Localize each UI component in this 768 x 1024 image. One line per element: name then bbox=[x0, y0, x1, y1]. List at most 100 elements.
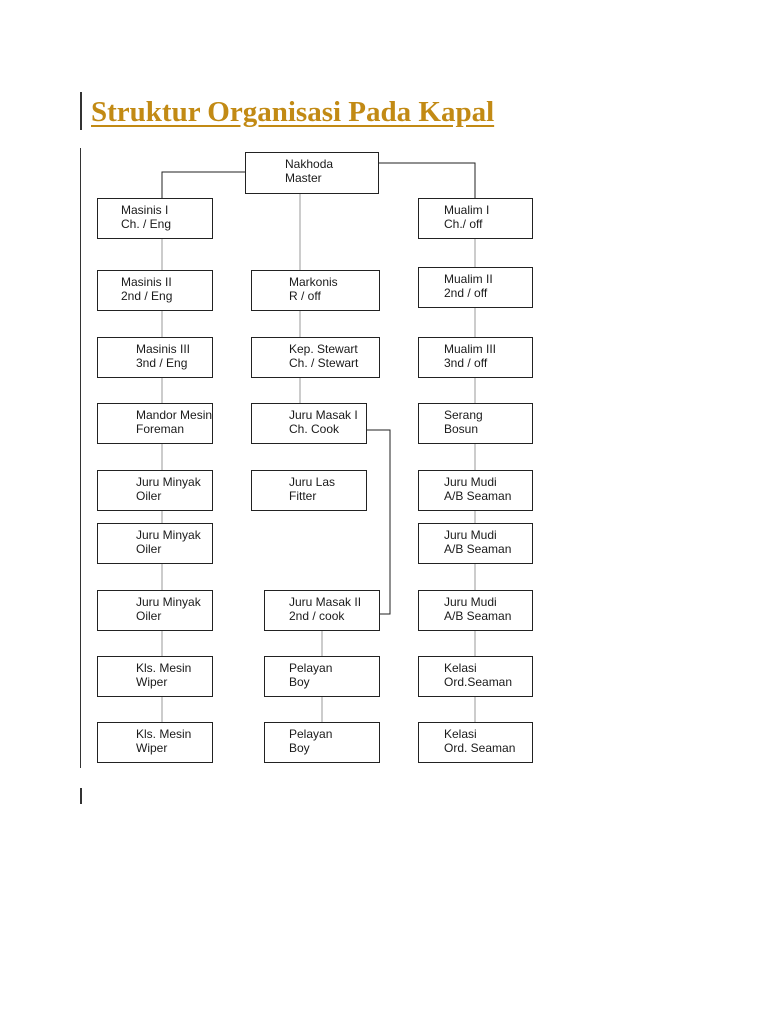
org-node-box bbox=[418, 267, 533, 308]
org-node-title: Masinis I bbox=[121, 203, 168, 217]
org-node-title: Mualim II bbox=[444, 272, 493, 286]
org-node-title: Mualim I bbox=[444, 203, 489, 217]
org-node-subtitle: Bosun bbox=[444, 422, 478, 436]
org-node-box bbox=[418, 722, 533, 763]
org-node-box bbox=[97, 337, 213, 378]
org-node-subtitle: Oiler bbox=[136, 609, 161, 623]
org-node-subtitle: 3nd / Eng bbox=[136, 356, 187, 370]
org-node-box bbox=[97, 722, 213, 763]
org-node-subtitle: Ord. Seaman bbox=[444, 741, 515, 755]
connector-nakhoda-deck bbox=[378, 162, 476, 198]
org-node-title: Juru Masak II bbox=[289, 595, 361, 609]
org-node-subtitle: Wiper bbox=[136, 675, 167, 689]
org-node-box bbox=[251, 270, 380, 311]
org-node-subtitle: 2nd / cook bbox=[289, 609, 345, 623]
text-cursor-bar bbox=[80, 788, 82, 804]
org-node-subtitle: Master bbox=[285, 171, 322, 185]
org-node-title: Kls. Mesin bbox=[136, 661, 191, 675]
org-node-box bbox=[251, 337, 380, 378]
connector-nakhoda-engine bbox=[161, 171, 245, 198]
org-node-subtitle: A/B Seaman bbox=[444, 542, 511, 556]
connector-juru-masak-1-juru-masak-2 bbox=[366, 429, 391, 615]
org-node-box bbox=[97, 590, 213, 631]
org-node-box bbox=[418, 470, 533, 511]
org-node-box bbox=[418, 337, 533, 378]
org-node-subtitle: 3nd / off bbox=[444, 356, 488, 370]
org-node-title: Juru Minyak bbox=[136, 528, 202, 542]
org-node-juru-masak-1: Juru Masak ICh. Cook bbox=[251, 403, 367, 444]
org-node-title: Juru Mudi bbox=[444, 475, 497, 489]
org-node-title: Juru Masak I bbox=[289, 408, 358, 422]
org-node-box bbox=[97, 523, 213, 564]
connectors bbox=[161, 162, 476, 722]
org-node-subtitle: A/B Seaman bbox=[444, 489, 511, 503]
org-node-box bbox=[251, 403, 367, 444]
org-node-box bbox=[418, 403, 533, 444]
org-node-subtitle: Oiler bbox=[136, 489, 161, 503]
org-node-subtitle: Fitter bbox=[289, 489, 316, 503]
org-node-subtitle: Oiler bbox=[136, 542, 161, 556]
org-node-title: Markonis bbox=[289, 275, 338, 289]
org-node-box bbox=[264, 590, 380, 631]
org-node-title: Juru Mudi bbox=[444, 595, 497, 609]
org-node-box bbox=[264, 722, 380, 763]
org-node-subtitle: 2nd / off bbox=[444, 286, 488, 300]
org-node-box bbox=[264, 656, 380, 697]
org-node-title: Masinis III bbox=[136, 342, 190, 356]
org-node-subtitle: Ch./ off bbox=[444, 217, 483, 231]
org-node-title: Mandor Mesin bbox=[136, 408, 212, 422]
org-node-masinis-1: Masinis ICh. / Eng bbox=[97, 198, 213, 239]
org-node-title: Juru Minyak bbox=[136, 595, 202, 609]
title-margin-bar bbox=[80, 92, 82, 130]
org-node-title: Kls. Mesin bbox=[136, 727, 191, 741]
org-node-subtitle: Foreman bbox=[136, 422, 184, 436]
org-node-title: Pelayan bbox=[289, 661, 332, 675]
org-node-subtitle: Wiper bbox=[136, 741, 167, 755]
org-node-subtitle: 2nd / Eng bbox=[121, 289, 172, 303]
org-node-box bbox=[418, 590, 533, 631]
org-node-subtitle: Ch. Cook bbox=[289, 422, 340, 436]
org-node-subtitle: Boy bbox=[289, 675, 310, 689]
org-node-title: Pelayan bbox=[289, 727, 332, 741]
page-title[interactable]: Struktur Organisasi Pada Kapal bbox=[91, 96, 495, 128]
org-node-title: Juru Mudi bbox=[444, 528, 497, 542]
org-node-subtitle: Ord.Seaman bbox=[444, 675, 512, 689]
org-node-box bbox=[245, 152, 379, 194]
org-node-title: Juru Las bbox=[289, 475, 335, 489]
org-node-title: Kep. Stewart bbox=[289, 342, 358, 356]
org-node-title: Juru Minyak bbox=[136, 475, 202, 489]
org-node-mualim-1: Mualim ICh./ off bbox=[418, 198, 533, 239]
org-node-subtitle: Boy bbox=[289, 741, 310, 755]
org-node-subtitle: A/B Seaman bbox=[444, 609, 511, 623]
org-node-subtitle: R / off bbox=[289, 289, 321, 303]
chart-margin-bar bbox=[80, 148, 81, 768]
org-node-title: Serang bbox=[444, 408, 483, 422]
org-node-title: Masinis II bbox=[121, 275, 172, 289]
org-node-box bbox=[97, 403, 213, 444]
org-node-title: Mualim III bbox=[444, 342, 496, 356]
org-node-box bbox=[97, 270, 213, 311]
